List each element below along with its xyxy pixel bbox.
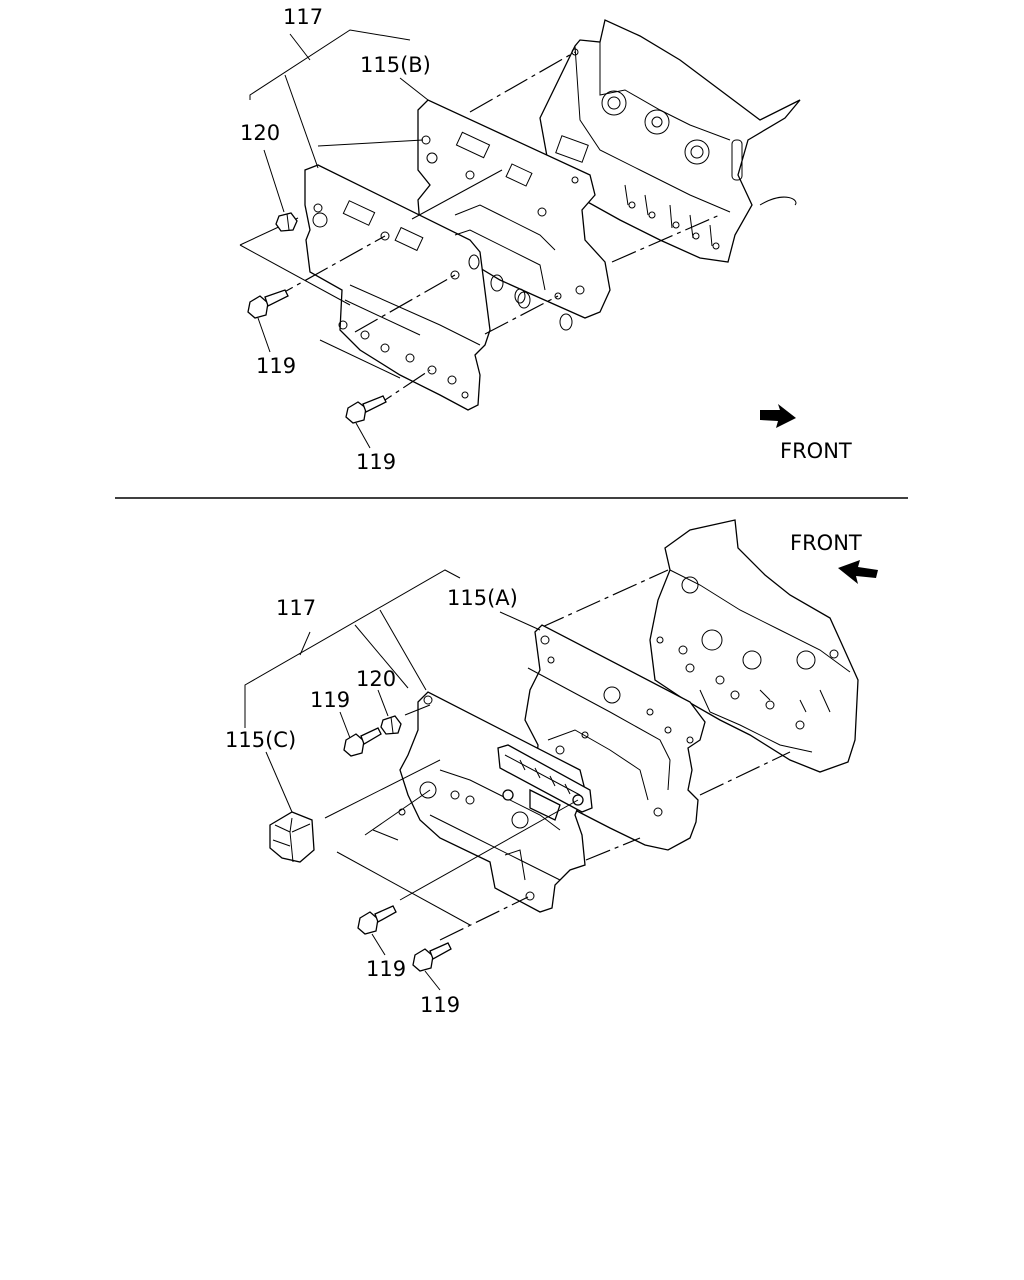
callout-117-top: 117 [249, 5, 411, 169]
callout-117-bottom: 117 [244, 569, 461, 728]
bolt-119-left [247, 289, 289, 319]
leader-line [364, 789, 431, 836]
alignment-line [585, 837, 641, 861]
leader-line [324, 759, 441, 819]
leader-line [319, 339, 401, 379]
callout-119-lower-left: 119 [366, 933, 406, 981]
label-115a: 115(A) [447, 586, 518, 610]
alignment-line [611, 213, 723, 263]
label-119-upper: 119 [310, 688, 350, 712]
cap-115c [269, 811, 315, 863]
callout-115a: 115(A) [447, 586, 541, 631]
leader-line [317, 139, 424, 147]
bottom-view: 117 115(A) 120 119 115(C) 119 119 FRONT [225, 519, 878, 1017]
callout-119-bottom: 119 [355, 422, 396, 474]
front-arrow-bottom: FRONT [790, 531, 878, 584]
alignment-line [439, 896, 529, 941]
alignment-line [484, 295, 559, 335]
engine-block-top [539, 19, 801, 263]
label-119-lower-right: 119 [420, 993, 460, 1017]
label-115c: 115(C) [225, 728, 296, 752]
nut-120-bottom [380, 715, 402, 735]
label-117-bottom: 117 [276, 596, 316, 620]
engine-block-bottom [649, 519, 859, 773]
top-view: 117 115(B) 120 119 119 FRONT [239, 5, 852, 474]
callout-115b: 115(B) [360, 53, 431, 101]
callout-119-left: 119 [256, 317, 296, 378]
alignment-line [699, 751, 791, 796]
alignment-line [354, 274, 456, 333]
bolt-119-lower-left [357, 905, 397, 935]
label-119-bottom: 119 [356, 450, 396, 474]
callout-120-bottom: 120 [356, 667, 396, 717]
arrow-icon [838, 560, 878, 584]
label-115b: 115(B) [360, 53, 431, 77]
bolt-119-bottom [345, 395, 387, 424]
front-label-top: FRONT [780, 439, 852, 463]
label-117: 117 [283, 5, 323, 29]
callout-120-top: 120 [240, 121, 285, 213]
leader-line [399, 799, 579, 901]
front-label-bottom: FRONT [790, 531, 862, 555]
cover-plate-117-top [304, 164, 546, 411]
leader-line [336, 851, 471, 926]
bolt-119-lower-right [412, 942, 452, 972]
callout-119-lower-right: 119 [420, 970, 460, 1017]
alignment-line [539, 569, 669, 629]
leader-line [404, 704, 431, 716]
leader-line [239, 244, 351, 306]
alignment-line [269, 235, 386, 301]
nut-120-top [275, 212, 298, 232]
callout-115c: 115(C) [225, 728, 296, 813]
label-120-bottom: 120 [356, 667, 396, 691]
label-120: 120 [240, 121, 280, 145]
arrow-icon [760, 404, 796, 428]
alignment-line [469, 51, 576, 113]
leader-line [411, 169, 503, 220]
label-119-lower-left: 119 [366, 957, 406, 981]
bolt-119-upper [343, 727, 382, 757]
sensor-bracket [497, 744, 593, 821]
callout-119-upper: 119 [310, 688, 351, 739]
label-119-left: 119 [256, 354, 296, 378]
leader-line [372, 829, 399, 841]
front-arrow-top: FRONT [760, 404, 852, 463]
